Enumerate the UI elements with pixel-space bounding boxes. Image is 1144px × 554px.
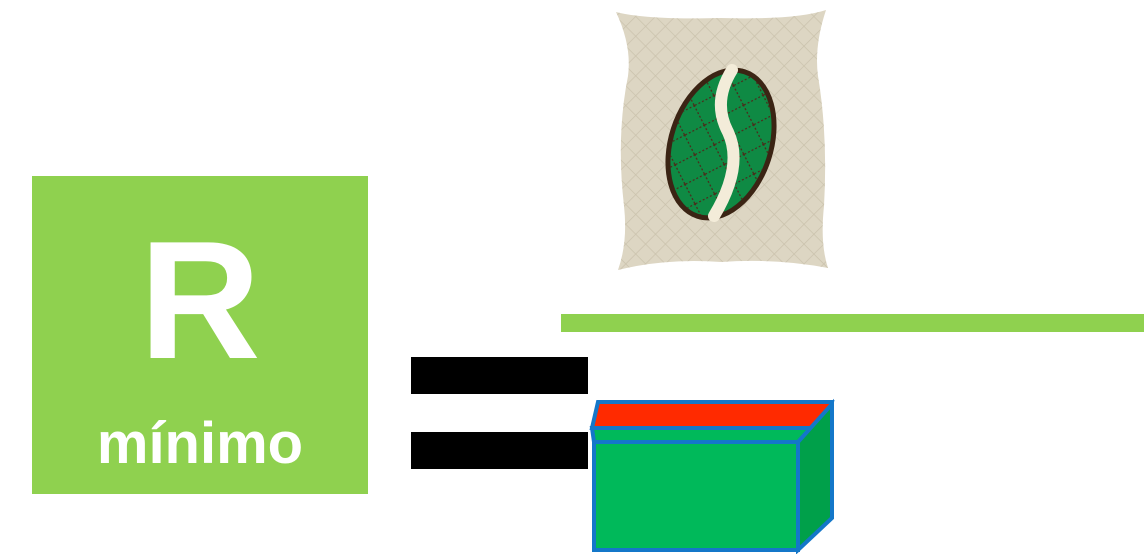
r-letter: R	[32, 216, 368, 384]
box-lid	[592, 402, 832, 428]
box-icon	[586, 398, 838, 554]
r-subscript: mínimo	[32, 412, 368, 476]
box-top	[592, 428, 826, 442]
coffee-sack-icon	[606, 6, 836, 276]
equals-sign-top-bar	[411, 357, 588, 394]
box-front	[594, 442, 798, 550]
r-minimo-card: R mínimo	[32, 176, 368, 494]
fraction-line	[561, 314, 1144, 332]
equals-sign-bottom-bar	[411, 432, 588, 469]
